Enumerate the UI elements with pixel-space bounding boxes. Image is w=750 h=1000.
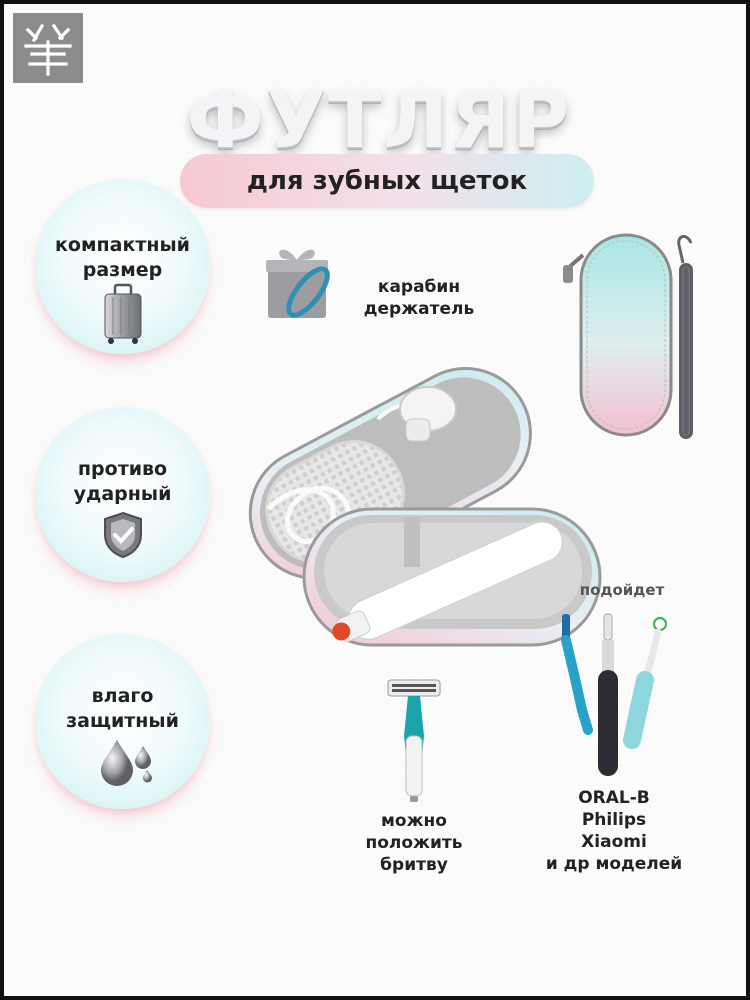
logo-glyph-icon — [24, 23, 72, 76]
compat-line2: Philips — [581, 810, 647, 830]
toothbrushes-icon — [561, 613, 667, 776]
feature-waterproof-label: влаго защитный — [35, 684, 210, 734]
feature-shockproof-label: противо ударный — [35, 457, 210, 507]
feature-shockproof: противо ударный — [35, 407, 210, 582]
feature-shockproof-line1: противо — [77, 458, 168, 480]
water-drops-icon — [101, 740, 152, 786]
carabiner-line1: карабин — [377, 277, 461, 297]
razor-label: можно положить бритву — [344, 810, 484, 876]
subtitle-pill — [180, 154, 594, 208]
compat-line1: ORAL-B — [578, 788, 650, 808]
feature-compact: компактный размер — [35, 179, 210, 354]
gift-carabiner-icon — [266, 249, 330, 318]
razor-line2: положить — [365, 833, 463, 853]
feature-compact-line1: компактный — [55, 234, 190, 256]
closed-case-image — [563, 233, 693, 439]
compat-heading: подойдет — [579, 581, 665, 599]
page-subtitle: для зубных щеток — [246, 166, 528, 196]
razor-line3: бритву — [380, 855, 448, 875]
compat-label: ORAL-B Philips Xiaomi и др моделей — [524, 787, 704, 875]
carabiner-line2: держатель — [363, 299, 475, 319]
razor-icon — [387, 679, 441, 802]
feature-shockproof-line2: ударный — [73, 483, 172, 505]
feature-compact-label: компактный размер — [35, 233, 210, 283]
suitcase-icon — [104, 283, 142, 344]
carabiner-label: карабин держатель — [344, 276, 494, 320]
shield-check-icon — [104, 511, 142, 559]
feature-waterproof-line2: защитный — [66, 710, 179, 732]
feature-compact-line2: размер — [82, 259, 163, 281]
compat-line4: и др моделей — [545, 854, 683, 874]
razor-line1: можно — [381, 811, 447, 831]
feature-waterproof: влаго защитный — [35, 634, 210, 809]
feature-waterproof-line1: влаго — [91, 685, 154, 707]
brand-logo — [13, 13, 83, 83]
page-title: ФУТЛЯР — [186, 76, 572, 166]
compat-line3: Xiaomi — [581, 832, 647, 852]
open-case-image — [248, 367, 602, 647]
